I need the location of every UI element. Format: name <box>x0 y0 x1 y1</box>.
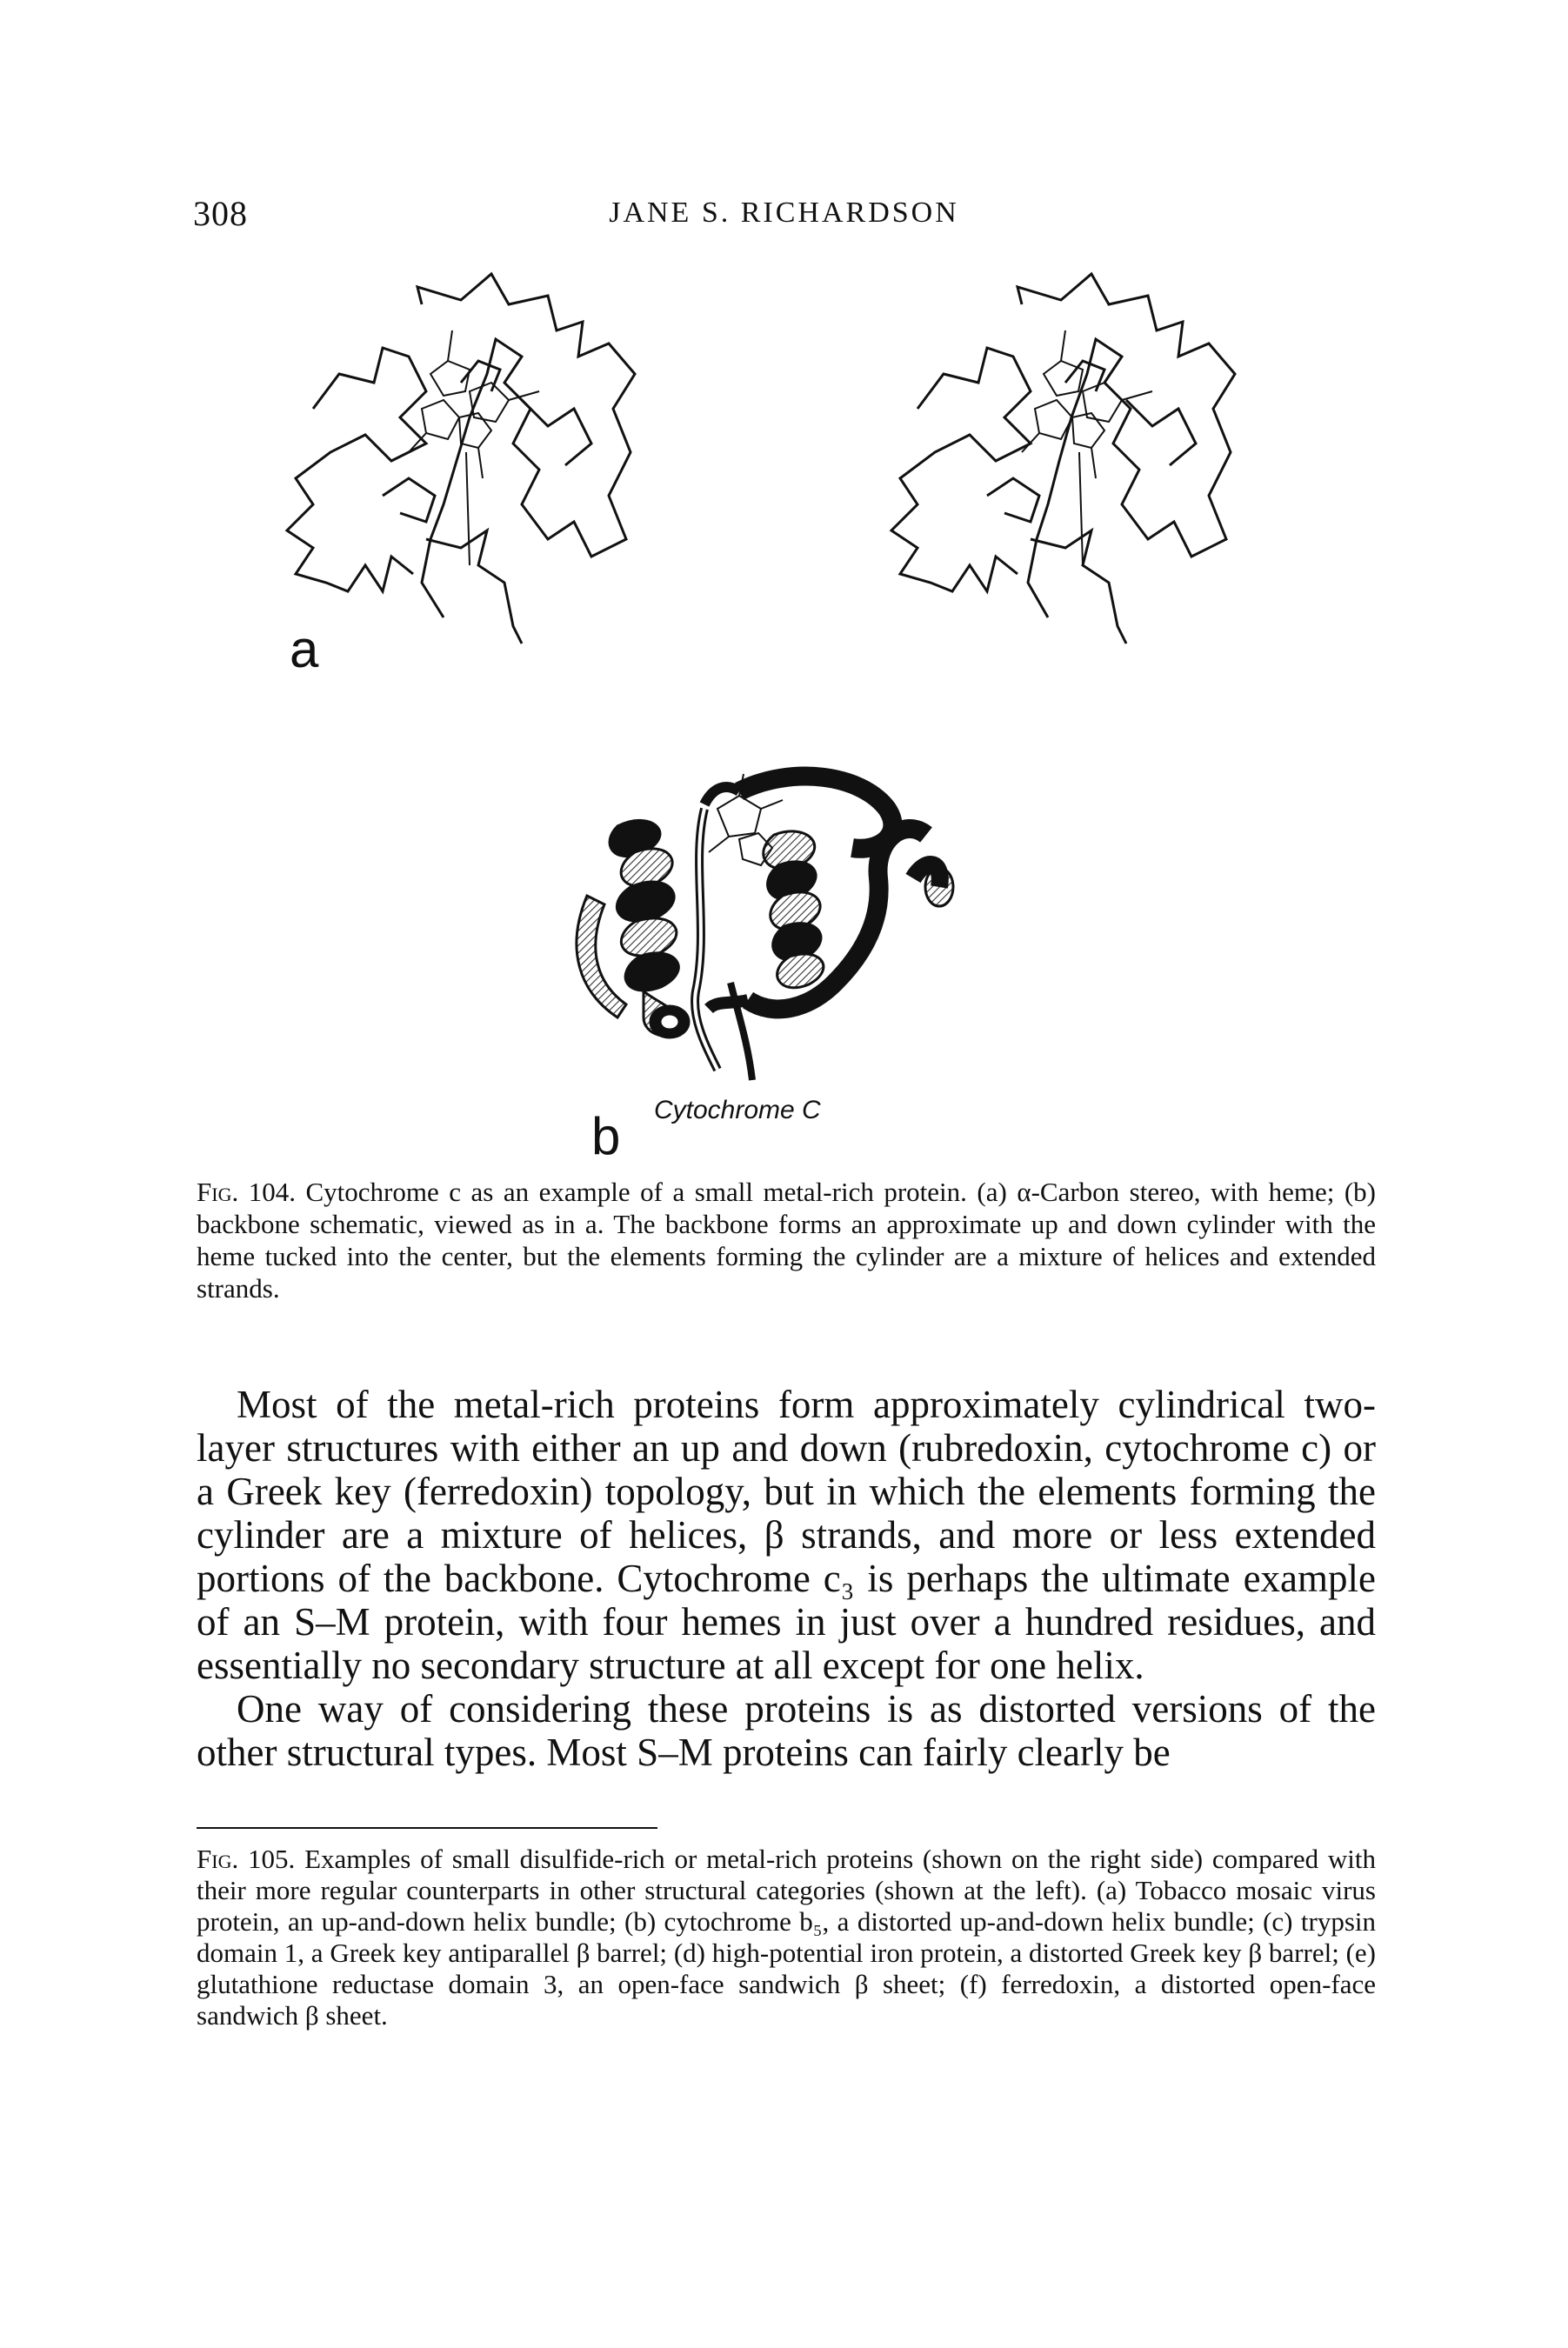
figure-104-caption-text: Cytochrome c as an example of a small me… <box>197 1177 1376 1304</box>
figure-104-label: Fig. 104. <box>197 1177 296 1207</box>
caption-rule <box>197 1827 657 1829</box>
figure-105-caption: Fig. 105. Examples of small disulfide-ri… <box>197 1844 1376 2031</box>
figure-105-caption-text: Examples of small disulfide-rich or meta… <box>197 1844 1376 2031</box>
body-text: Most of the metal-rich proteins form app… <box>197 1383 1376 1774</box>
running-head: JANE S. RICHARDSON <box>609 197 959 229</box>
figure-104: a <box>0 0 1568 1165</box>
page-number: 308 <box>193 194 248 233</box>
figure-104-caption: Fig. 104. Cytochrome c as an example of … <box>197 1176 1376 1304</box>
paragraph-2: One way of considering these proteins is… <box>197 1687 1376 1774</box>
panel-a-label: a <box>290 620 319 678</box>
paragraph-1: Most of the metal-rich proteins form app… <box>197 1383 1376 1687</box>
panel-b-label: b <box>591 1107 621 1165</box>
alpha-carbon-stereo-left <box>284 271 637 644</box>
figure-105-label: Fig. 105. <box>197 1844 296 1874</box>
backbone-schematic <box>575 766 955 1081</box>
panel-b-title: Cytochrome C <box>654 1096 821 1124</box>
alpha-carbon-stereo-right <box>889 271 1237 644</box>
